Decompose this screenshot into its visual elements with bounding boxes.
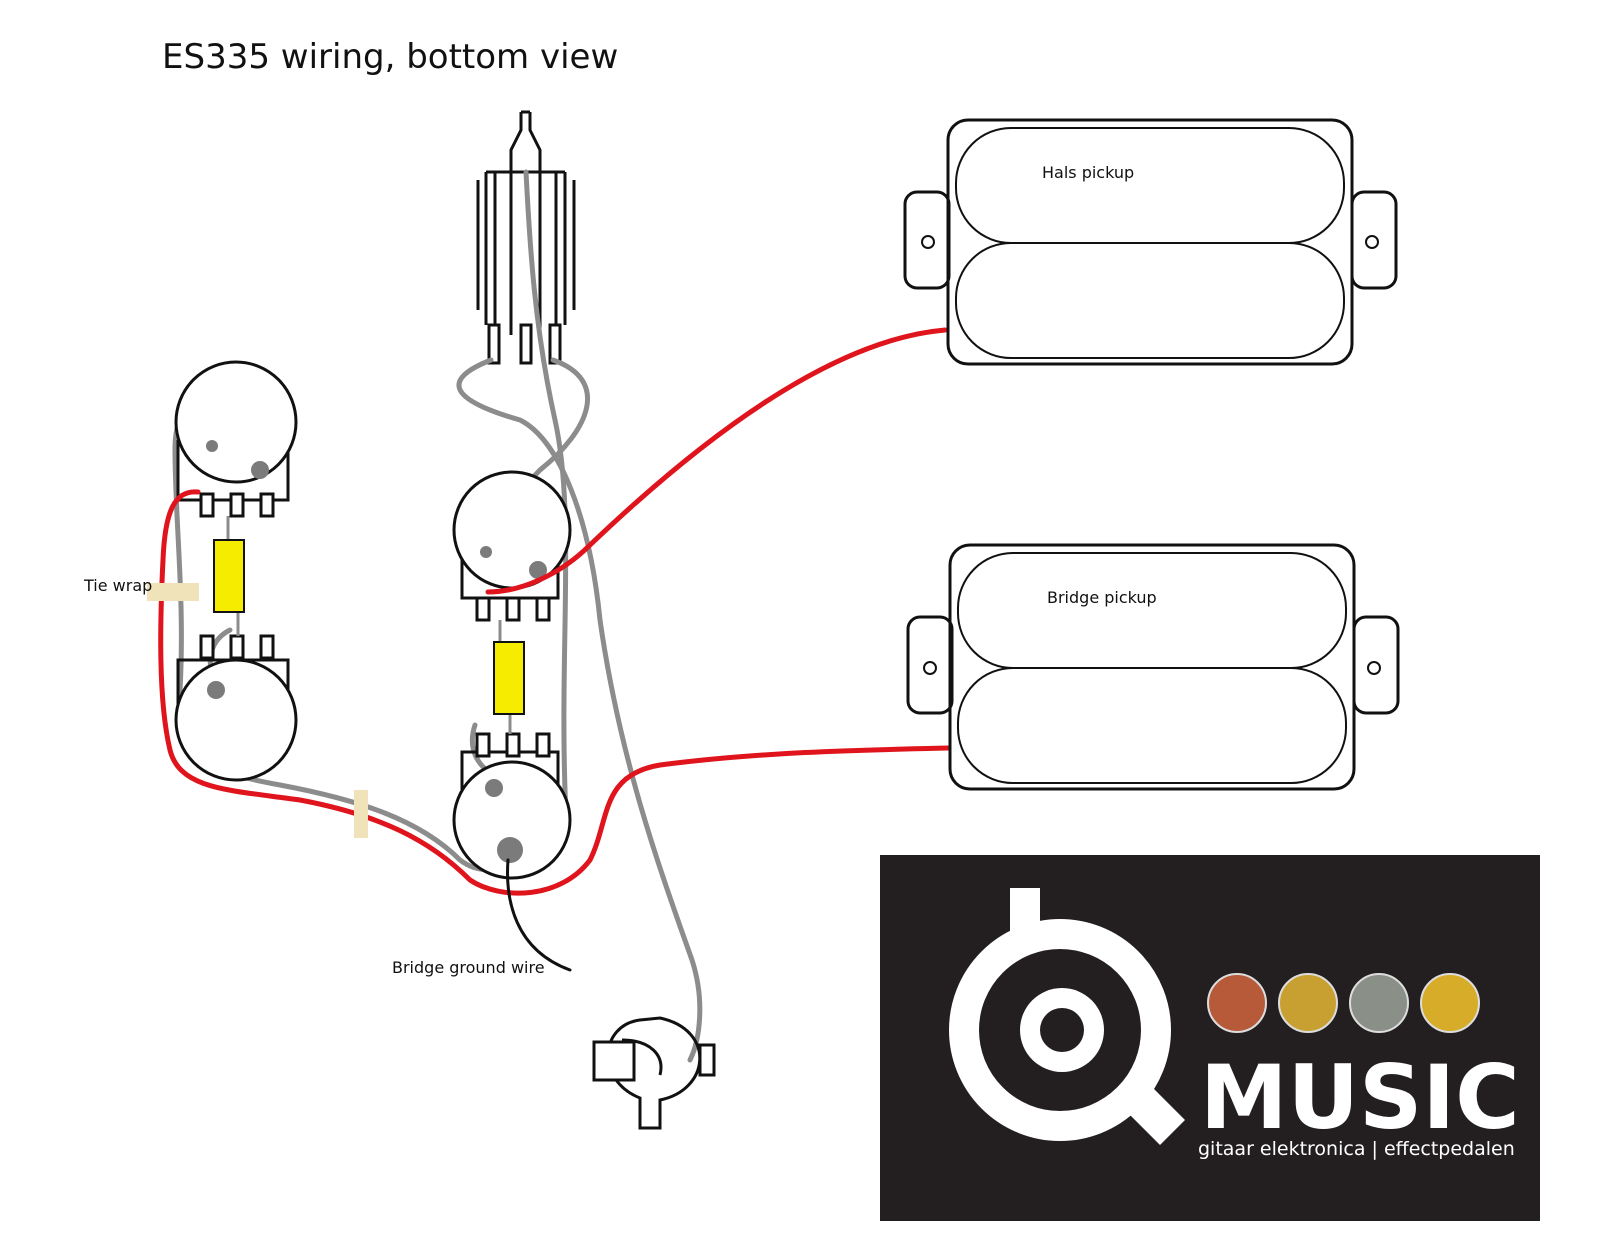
logo-tagline: gitaar elektronica | effectpedalen: [1198, 1138, 1515, 1160]
bq-music-logo: MUSIC gitaar elektronica | effectpedalen: [880, 855, 1540, 1221]
neck-pickup: Hals pickup: [903, 118, 1398, 366]
pot-top-center: [452, 470, 572, 622]
tie-wrap-bottom: [354, 790, 368, 838]
ground-wires: [172, 169, 703, 1063]
bridge-ground-label: Bridge ground wire: [392, 958, 545, 977]
tie-wrap-left: [147, 583, 199, 601]
capacitor-center: [493, 620, 525, 734]
bridge-ground-wire: [506, 858, 572, 972]
hot-wires: [158, 327, 951, 896]
diagram-title: ES335 wiring, bottom view: [162, 37, 618, 77]
pot-top-left: [174, 360, 298, 518]
logo-brand: MUSIC: [1200, 1046, 1520, 1149]
pot-bottom-left: [174, 634, 298, 782]
pot-bottom-center: [452, 732, 572, 880]
tie-wrap-label: Tie wrap: [83, 576, 152, 595]
bridge-pickup-label: Bridge pickup: [1047, 588, 1157, 607]
capacitor-left: [213, 516, 245, 636]
output-jack: [592, 1016, 716, 1130]
bridge-pickup: Bridge pickup: [906, 543, 1400, 791]
neck-pickup-label: Hals pickup: [1042, 163, 1134, 182]
